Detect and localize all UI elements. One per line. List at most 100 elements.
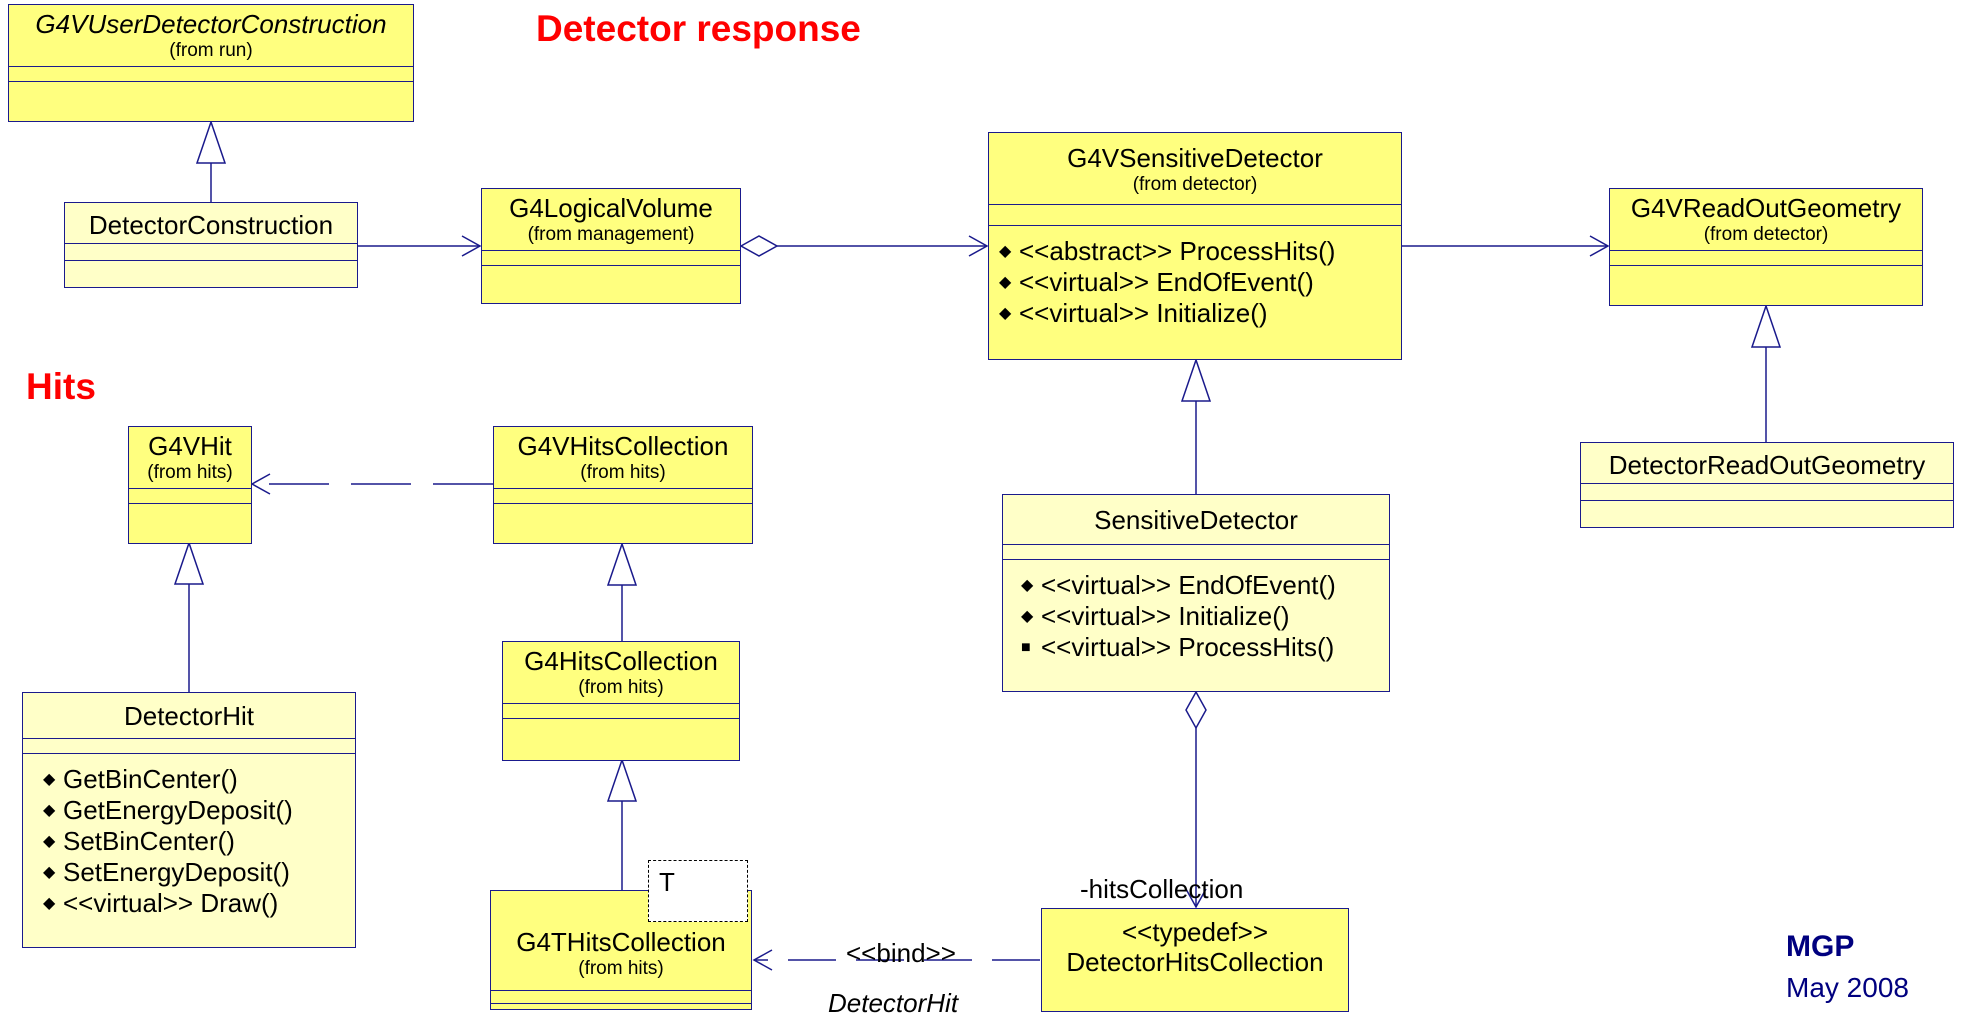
operation-item[interactable]: ◆ <<abstract>> ProcessHits() [999,236,1393,267]
operations-compartment [129,503,251,543]
diamond-icon: ◆ [999,274,1012,291]
class-detectorconstruction[interactable]: DetectorConstruction [64,202,358,288]
operation-item[interactable]: ◆ SetEnergyDeposit() [43,857,347,888]
class-package: (from management) [527,224,695,245]
operation-item[interactable]: ◆ <<virtual>> Initialize() [1021,601,1381,632]
class-name: G4VReadOutGeometry [1630,193,1902,223]
operation-item[interactable]: ◆<<virtual>> Draw() [43,888,347,919]
aggregation-diamond [739,235,779,257]
operation-label: <<virtual>> Draw() [63,888,279,918]
class-detectorhitscollection[interactable]: <<typedef>> DetectorHitsCollection [1041,908,1349,1012]
class-name: G4LogicalVolume [509,193,713,223]
role-label: -hitsCollection [1080,874,1244,904]
operation-item[interactable]: ◆SetBinCenter() [43,826,347,857]
operation-item[interactable]: ◆GetBinCenter() [43,764,347,795]
operations-compartment [503,718,739,760]
class-name: DetectorHit [123,701,255,731]
class-g4vsensitivedetector[interactable]: G4VSensitiveDetector (from detector) ◆<<… [988,132,1402,360]
operations-compartment: ◆<<abstract>> ProcessHits() ◆<<virtual>>… [989,225,1401,359]
heading-hits: Hits [26,366,96,407]
generalization-arrow [606,541,638,586]
attributes-compartment [494,488,752,503]
operation-label: SetEnergyDeposit() [63,857,290,887]
diamond-icon: ◆ [1021,608,1034,625]
class-package: (from hits) [578,677,664,698]
operation-label: SetBinCenter() [63,826,235,856]
generalization-arrow [195,119,227,164]
bind-stereotype-label: <<bind>> [846,938,956,968]
operation-item[interactable]: ◆<<virtual>> Initialize() [999,298,1393,329]
operation-item[interactable]: ◆ <<virtual>> EndOfEvent() [999,267,1393,298]
dependency-arrow [752,949,773,971]
class-name: DetectorConstruction [88,210,334,240]
attributes-compartment [129,488,251,503]
operation-item[interactable]: ◆ GetEnergyDeposit() [43,795,347,826]
class-package: (from detector) [1132,174,1258,195]
diamond-icon: ◆ [1021,577,1034,594]
generalization-arrow [173,540,205,585]
operations-compartment [482,265,740,303]
operation-label: GetBinCenter() [63,764,238,794]
attributes-compartment [482,250,740,265]
diamond-icon: ◆ [43,864,56,881]
navigation-arrow [1589,235,1610,257]
attributes-compartment [65,243,357,260]
operations-compartment: ◆GetBinCenter() ◆GetEnergyDeposit() ◆Set… [23,753,355,947]
class-name: G4VHit [148,431,232,461]
class-name: G4THitsCollection [516,927,726,957]
diamond-icon: ◆ [43,802,56,819]
attributes-compartment [1581,483,1953,500]
navigation-arrow [1185,888,1207,909]
class-name: DetectorReadOutGeometry [1608,450,1926,480]
operations-compartment [65,260,357,287]
class-g4vhitscollection[interactable]: G4VHitsCollection (from hits) [493,426,753,544]
operation-label: <<virtual>> ProcessHits() [1041,632,1335,662]
class-package: (from detector) [1703,224,1829,245]
attributes-compartment [1003,544,1389,559]
class-g4hitscollection[interactable]: G4HitsCollection (from hits) [502,641,740,761]
class-name: G4VSensitiveDetector [1067,143,1323,173]
template-parameter: T [659,867,675,897]
class-g4vreadoutgeometry[interactable]: G4VReadOutGeometry (from detector) [1609,188,1923,306]
abstract-op-icon: ◆ [999,243,1012,260]
protected-op-icon: ■ [1021,639,1031,656]
class-package: (from hits) [580,462,666,483]
operations-compartment: ◆ <<virtual>> EndOfEvent() ◆ <<virtual>> I… [1003,559,1389,691]
generalization-arrow [1180,357,1212,402]
class-name: SensitiveDetector [1094,505,1298,535]
operation-label: <<virtual>> Initialize() [1019,298,1268,328]
operation-label: <<virtual>> Initialize() [1041,601,1290,631]
bind-argument-label: DetectorHit [828,988,959,1018]
attributes-compartment [23,738,355,753]
class-detectorhit[interactable]: DetectorHit ◆GetBinCenter() ◆GetEnergyDe… [22,692,356,948]
author-label: MGP [1786,930,1855,963]
aggregation-diamond [1185,690,1207,730]
class-name: G4VHitsCollection [517,431,729,461]
attributes-compartment [503,703,739,718]
attributes-compartment [9,66,413,81]
class-package: (from run) [169,40,253,61]
class-name: G4VUserDetectorConstruction [35,9,387,39]
class-g4vhit[interactable]: G4VHit (from hits) [128,426,252,544]
operation-item[interactable]: ■ <<virtual>> ProcessHits() [1021,632,1381,663]
operations-compartment [491,1003,751,1009]
operations-compartment [1581,500,1953,527]
operation-label: <<abstract>> ProcessHits() [1019,236,1336,266]
operation-label: <<virtual>> EndOfEvent() [1019,267,1314,297]
heading-detector-response: Detector response [536,8,861,49]
operation-item[interactable]: ◆ <<virtual>> EndOfEvent() [1021,570,1381,601]
operation-label: GetEnergyDeposit() [63,795,293,825]
class-package: (from hits) [578,958,664,979]
generalization-arrow [606,757,638,802]
class-g4logicalvolume[interactable]: G4LogicalVolume (from management) [481,188,741,304]
class-sensitivedetector[interactable]: SensitiveDetector ◆ <<virtual>> EndOfEven… [1002,494,1390,692]
class-stereotype: <<typedef>> [1121,917,1269,947]
class-package: (from hits) [147,462,233,483]
class-g4vuserdetectorconstruction[interactable]: G4VUserDetectorConstruction (from run) [8,4,414,122]
template-parameter-box: T [648,860,748,922]
class-name: DetectorHitsCollection [1066,947,1324,977]
operation-label: <<virtual>> EndOfEvent() [1041,570,1336,600]
operations-compartment [494,503,752,543]
class-detectorreadoutgeometry[interactable]: DetectorReadOutGeometry [1580,442,1954,528]
